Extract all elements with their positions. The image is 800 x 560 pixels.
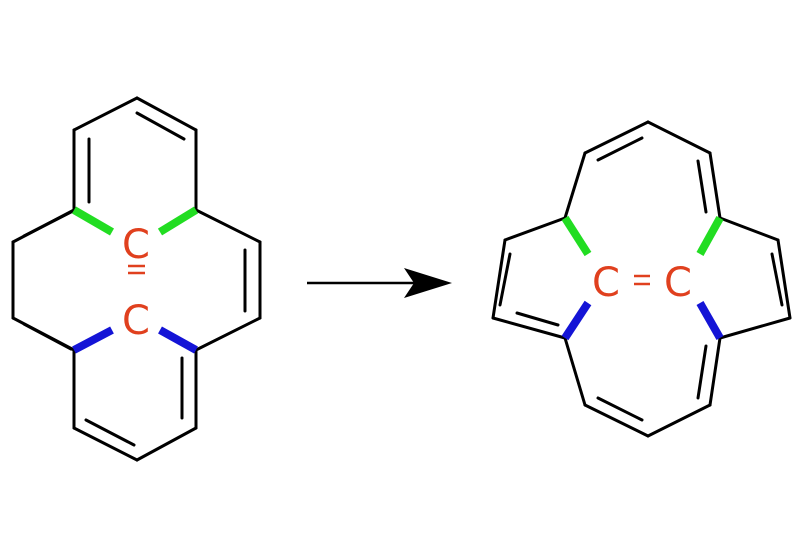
right-right-ring-bond [776,238,792,320]
reaction-arrow-head [404,268,452,298]
right-side-ring [194,208,262,352]
left-top-ring-double-bond [135,111,186,141]
right-side-ring-bond [194,316,262,352]
right-left-ring-bond [491,316,567,340]
right-top-bridge-bond [583,120,650,155]
right-left-ring-bond [491,238,507,320]
left-side-ring-double-bond [22,322,73,351]
left-top-ring [72,96,198,212]
left-side-ring-double-bond [22,210,73,238]
right-left-ring [491,216,567,340]
right-left-ring-bond [503,216,567,242]
left-side-ring [11,208,76,352]
left-carbon-top: C [122,222,150,268]
left-carbon-bottom: C [122,298,150,344]
left-blue-bond-left [72,326,114,354]
right-side-ring-bond [194,208,262,244]
right-bottom-bridge [563,336,722,438]
right-top-bridge-bond [563,151,587,220]
left-green-bond-right [157,206,199,236]
right-carbon-right: C [664,260,692,306]
right-bottom-bridge-bond [646,403,712,438]
right-top-bridge-bond [708,151,722,220]
right-right-ring-bond [718,216,780,242]
right-green-bond-left [561,215,592,257]
right-right-ring-bond [718,316,792,340]
right-top-bridge-double-bond [696,159,708,214]
right-left-ring-double-bond [515,311,560,327]
left-bottom-ring-bond [135,426,198,462]
left-top-ring-bond [72,96,139,132]
right-right-ring [718,216,792,340]
left-bottom-ring-double-bond [84,418,136,447]
right-bottom-bridge-bond [708,336,722,407]
right-bottom-bridge-bond [583,403,650,438]
left-bottom-ring [72,348,198,462]
right-top-bridge-bond [646,120,712,155]
right-bottom-bridge-double-bond [596,396,644,422]
right-top-bridge-double-bond [596,136,644,162]
left-green-bond-left [71,206,115,236]
left-molecule: C C [11,96,262,462]
right-bottom-bridge-double-bond [696,344,708,400]
left-blue-bond-right [158,326,198,354]
right-green-bond-right [696,216,724,256]
right-blue-bond-right [696,301,724,340]
right-bottom-bridge-bond [563,336,587,407]
reaction-arrow [307,268,452,298]
right-left-ring-double-bond [498,252,512,307]
right-carbon-left: C [592,260,620,306]
right-top-bridge [563,120,722,220]
right-right-ring-double-bond [770,252,784,307]
left-bottom-ring-bond [72,426,139,462]
right-molecule: C C [491,120,792,438]
left-top-ring-bond [135,96,198,132]
right-blue-bond-left [561,300,592,341]
